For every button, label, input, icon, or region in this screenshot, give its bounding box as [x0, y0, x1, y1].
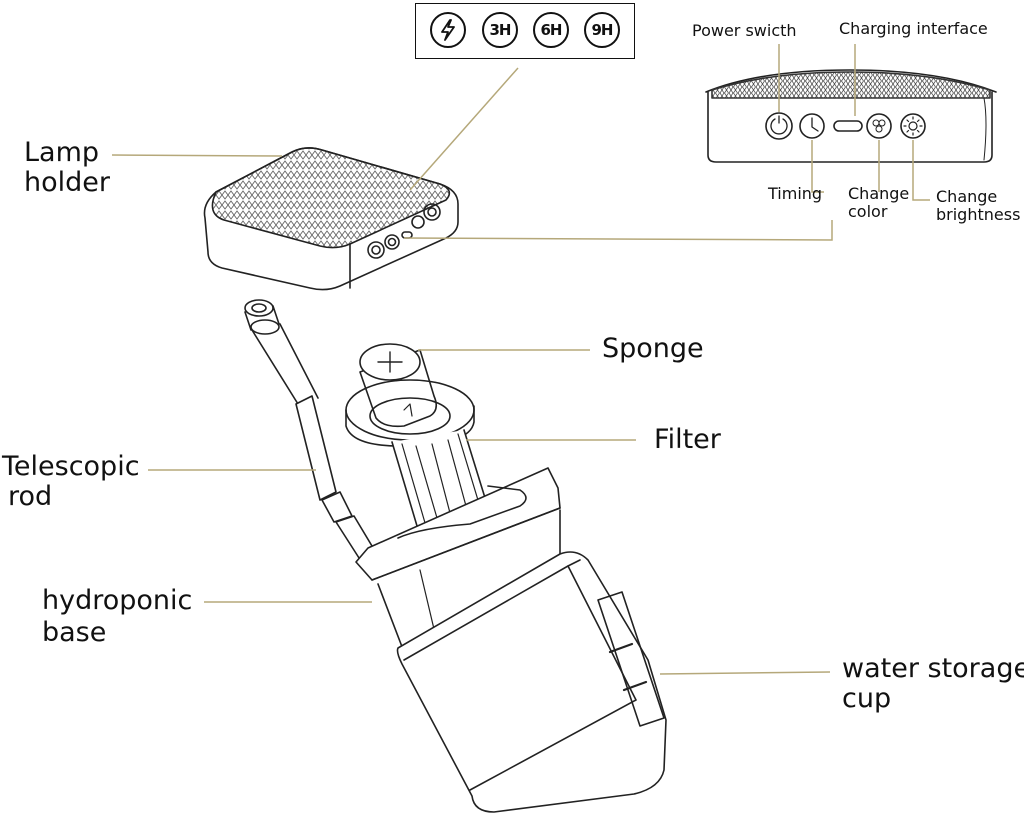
sponge-illustration — [359, 343, 438, 428]
label-timing: Timing — [768, 184, 823, 203]
label-sponge: Sponge — [602, 333, 704, 364]
label-telescopic-rod-line2: rod — [8, 481, 53, 512]
label-charging-interface: Charging interface — [839, 19, 988, 38]
label-lamp-holder-line2: holder — [24, 167, 110, 198]
button-panel-inset — [705, 69, 997, 163]
water-storage-cup-illustration — [396, 551, 667, 813]
lightning-icon — [430, 12, 466, 48]
label-change-brightness-line2: brightness — [936, 205, 1021, 224]
leader-lines — [111, 44, 930, 675]
label-hydroponic-base-line1: hydroponic — [42, 585, 193, 616]
telescopic-rod-illustration — [244, 299, 385, 573]
timer-indicator-box: 3H 6H 9H — [415, 3, 635, 59]
label-water-storage-cup-line2: cup — [842, 683, 892, 714]
label-water-storage-cup-line1: water storage — [842, 653, 1024, 684]
timer-9h-badge: 9H — [584, 12, 620, 48]
lamp-holder-illustration — [203, 147, 459, 291]
timer-6h-badge: 6H — [533, 12, 569, 48]
timer-3h-badge: 3H — [482, 12, 518, 48]
label-telescopic-rod-line1: Telescopic — [2, 451, 140, 482]
label-change-color-line1: Change — [848, 184, 910, 203]
label-power-switch: Power swicth — [692, 21, 797, 40]
label-change-color-line2: color — [848, 202, 888, 221]
label-filter: Filter — [654, 424, 721, 455]
label-change-brightness-line1: Change — [936, 187, 998, 206]
label-hydroponic-base-line2: base — [42, 617, 107, 648]
label-lamp-holder-line1: Lamp — [24, 137, 100, 168]
